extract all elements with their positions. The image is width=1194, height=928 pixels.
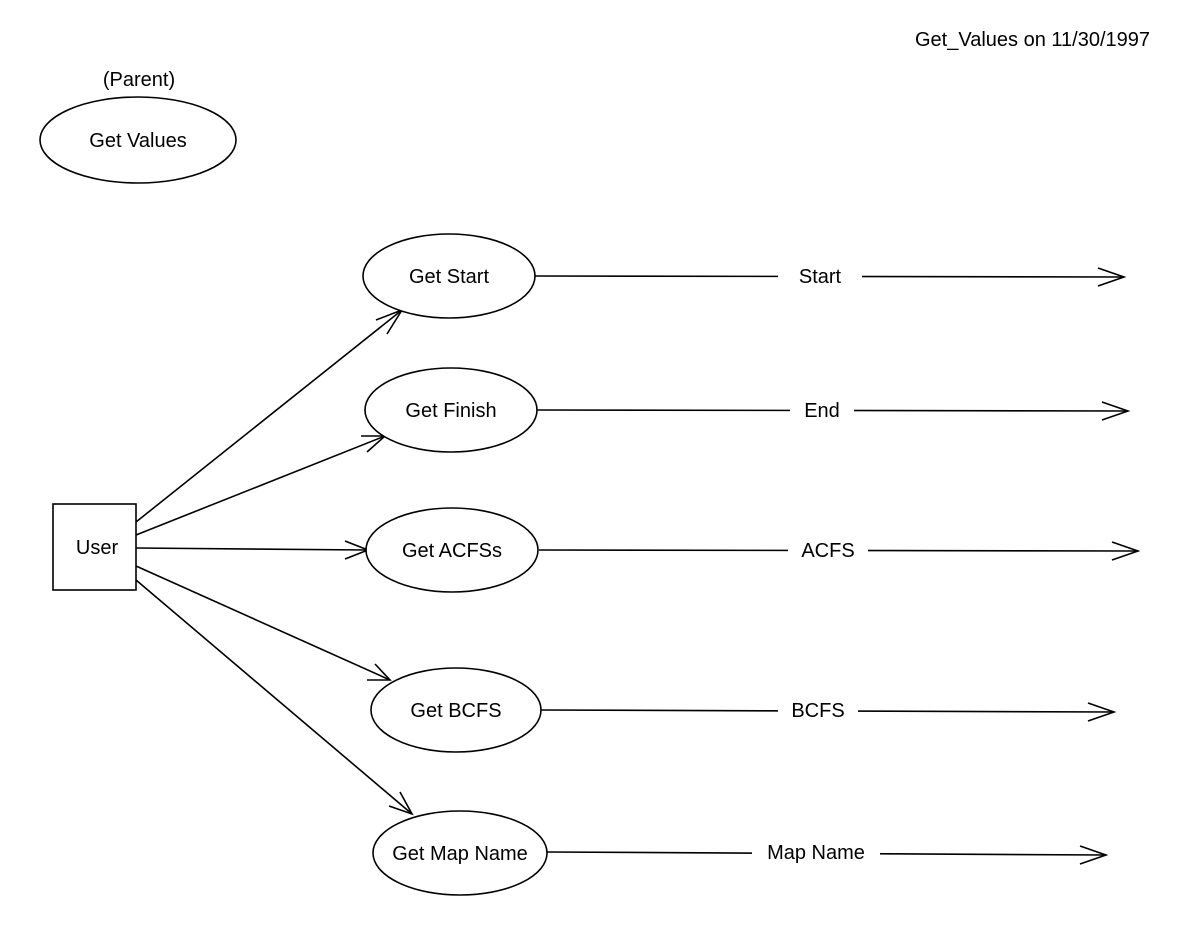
parent-process-get-values[interactable] <box>39 96 237 184</box>
process-label-get-map-name: Get Map Name <box>392 843 528 865</box>
flow-label-bcfs: BCFS <box>791 700 844 722</box>
flow-user-to-get-start <box>135 309 403 523</box>
process-label-get-acfss: Get ACFSs <box>402 540 502 562</box>
process-get-map-name[interactable] <box>372 810 548 896</box>
flow-user-to-get-bcfs <box>135 565 391 681</box>
external-entity-label: User <box>76 537 119 559</box>
flow-user-to-get-acfss <box>135 547 369 551</box>
flow-get-bcfs-arrowhead <box>1087 702 1117 722</box>
flow-user-to-get-map-name <box>135 579 413 815</box>
flow-user-to-get-finish <box>135 435 386 536</box>
flow-user-to-get-bcfs-arrowhead <box>367 663 392 681</box>
flow-label-map-name: Map Name <box>767 842 865 864</box>
process-get-bcfs[interactable] <box>370 667 542 753</box>
parent-process-label: Get Values <box>89 130 186 152</box>
process-label-get-finish: Get Finish <box>405 400 496 422</box>
flow-get-map-name-arrowhead <box>1079 845 1109 865</box>
flow-label-end: End <box>804 400 840 422</box>
process-get-finish[interactable] <box>364 367 538 453</box>
flow-get-finish-arrowhead <box>1101 401 1131 421</box>
process-get-acfss[interactable] <box>365 507 539 593</box>
diagram-title: Get_Values on 11/30/1997 <box>915 29 1150 51</box>
flow-label-acfs: ACFS <box>801 540 854 562</box>
flow-get-acfss-arrowhead <box>1111 541 1141 561</box>
parent-caption: (Parent) <box>103 69 175 91</box>
process-get-start[interactable] <box>362 233 536 319</box>
external-entity-user[interactable] <box>52 503 137 591</box>
flow-label-start: Start <box>799 266 842 288</box>
process-label-get-bcfs: Get BCFS <box>410 700 501 722</box>
flow-user-to-get-map-name-arrowhead <box>388 791 414 816</box>
flow-get-start-arrowhead <box>1097 267 1127 287</box>
process-label-get-start: Get Start <box>409 266 489 288</box>
